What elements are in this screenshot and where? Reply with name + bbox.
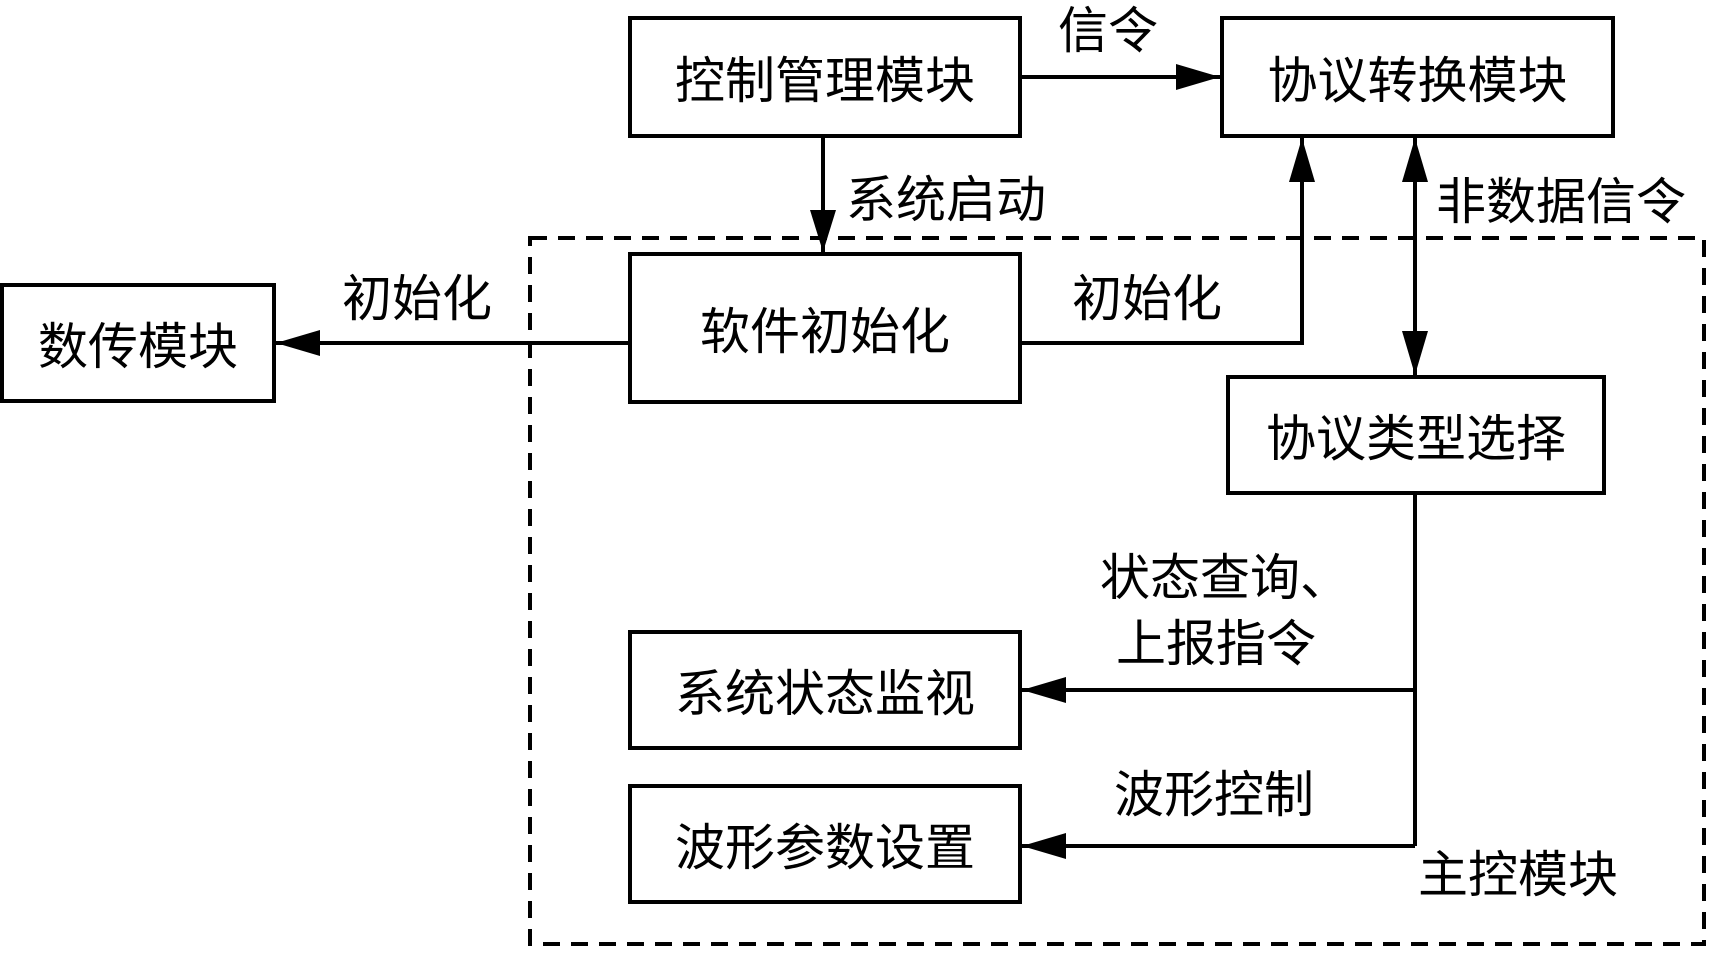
arrowhead-status-query <box>1022 677 1066 703</box>
system-status-monitor-box: 系统状态监视 <box>628 630 1022 750</box>
protocol-type-selection-box: 协议类型选择 <box>1226 375 1606 495</box>
arrowhead-system-start <box>810 210 836 252</box>
software-initialization-box: 软件初始化 <box>628 252 1022 404</box>
arrow-init-right <box>1022 138 1304 345</box>
waveform-control-label: 波形控制 <box>1114 766 1314 824</box>
arrowhead-signaling-tip <box>1176 64 1220 90</box>
init-left-label: 初始化 <box>342 270 492 328</box>
data-transmission-module-box: 数传模块 <box>0 283 276 403</box>
init-right-label: 初始化 <box>1072 270 1222 328</box>
control-management-module-box: 控制管理模块 <box>628 16 1022 138</box>
main-control-module-boundary <box>528 236 1706 946</box>
system-start-label: 系统启动 <box>846 171 1046 229</box>
arrowhead-non-data-signaling-down <box>1402 331 1428 375</box>
protocol-conversion-module-box: 协议转换模块 <box>1220 16 1615 138</box>
waveform-parameter-setting-box: 波形参数设置 <box>628 784 1022 904</box>
status-query-label: 状态查询、 上报指令 <box>1100 545 1350 677</box>
signaling-label: 信令 <box>1058 2 1158 60</box>
status-query-label-line1: 状态查询、 <box>1100 549 1350 607</box>
status-query-label-line2: 上报指令 <box>1116 615 1316 673</box>
arrowhead-init-left <box>276 330 320 356</box>
non-data-signaling-label: 非数据信令 <box>1436 173 1686 231</box>
main-control-module-label: 主控模块 <box>1418 846 1618 904</box>
arrowhead-waveform-control <box>1022 833 1066 859</box>
arrowhead-non-data-signaling-up <box>1402 138 1428 182</box>
arrowhead-init-right <box>1289 138 1315 182</box>
